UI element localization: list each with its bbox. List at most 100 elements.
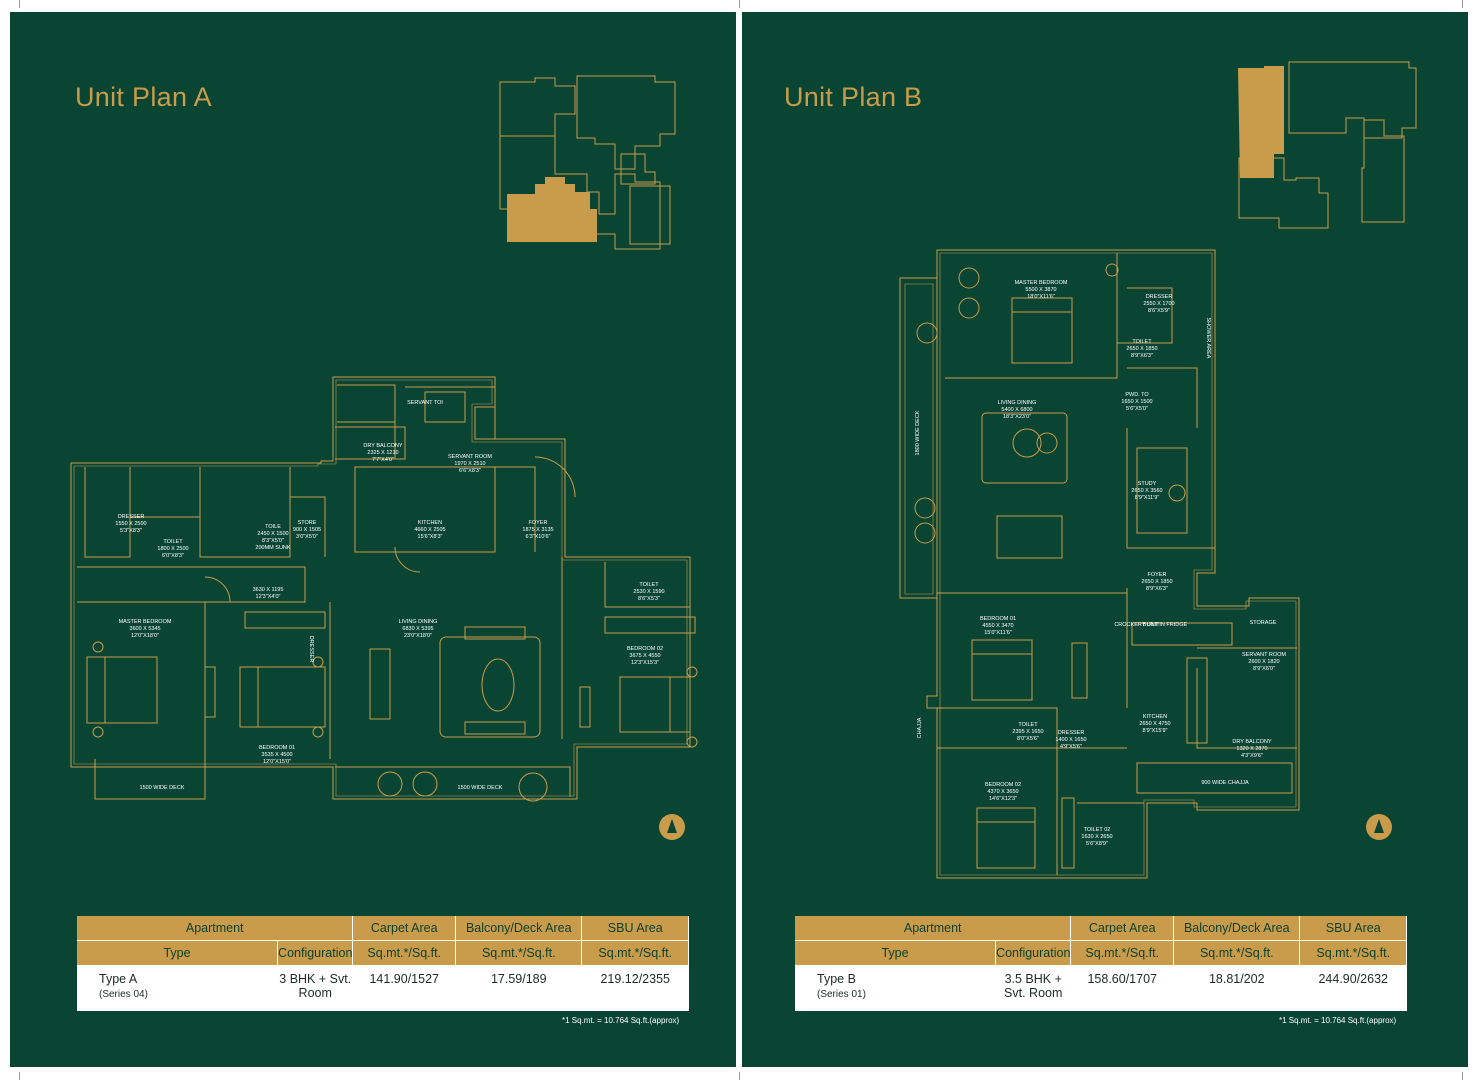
type-value: Type B [817,972,856,986]
room-dim: 2395 X 1650 [1012,729,1043,735]
room-dim: 4'9"X5'6" [1060,744,1082,750]
room-dim: 1875 X 3135 [522,527,553,533]
room-dim: 3'0"X5'0" [296,534,318,540]
room-dim: 2600 X 1820 [1248,659,1279,665]
room-dim: 2550 X 1700 [1143,301,1174,307]
header-sbu-area: SBU Area [581,916,689,941]
room-dim: 6830 X 5395 [402,626,433,632]
room-dim: 6'3"X10'6" [526,534,551,540]
header-sbu-area: SBU Area [1299,916,1407,941]
room-dim: 8'3"X5'0" [262,538,284,544]
room-label: BEDROOM 02 [985,782,1021,788]
subheader-sbu-unit: Sq.mt.*/Sq.ft. [581,940,689,966]
room-dim: 3535 X 4500 [261,752,292,758]
room-label: TOILET [639,582,659,588]
header-balcony-area: Balcony/Deck Area [455,916,583,941]
room-dim: 3675 X 4550 [629,653,660,659]
subheader-configuration: Configuration [995,940,1072,966]
cell-sbu: 244.90/2632 [1318,972,1388,986]
table-row: Type A(Series 04) 3 BHK + Svt. Room 141.… [77,966,689,1012]
room-label: TOILET [163,539,183,545]
room-dim: 2650 X 1850 [1141,579,1172,585]
room-dim: 5'6"X5'0" [1126,406,1148,412]
room-dim: 2650 X 3560 [1131,488,1162,494]
room-label: DRY BALCONY [363,443,403,449]
room-label: LIVING DINING [399,619,438,625]
room-dim: 2325 X 1210 [367,450,398,456]
header-balcony-area: Balcony/Deck Area [1173,916,1301,941]
room-dim: 8'6"X5'3" [638,596,660,602]
room-label: FOYER [529,520,548,526]
room-label: 900 WIDE CHAJJA [1201,780,1249,786]
north-arrow-icon [659,814,685,840]
cell-type: Type B(Series 01) [795,966,996,1012]
room-label: MASTER BEDROOM [119,619,172,625]
fixture-label: CROCKERY UNIT [1114,622,1160,628]
room-label: PWD. TO [1125,392,1149,398]
cell-config: 3 BHK + Svt. Room [279,972,352,1000]
room-dim: 900 X 1505 [293,527,321,533]
room-dim: 1650 X 1500 [1121,399,1152,405]
crop-mark [19,1072,20,1080]
room-dim: 12'0"X18'0" [131,633,159,639]
room-label: TOILET 02 [1084,827,1111,833]
room-dim: 8'9"X6'3" [1131,353,1153,359]
room-dim: 12'3"X4'0" [256,594,281,600]
room-label: SHOWER AREA [1205,318,1211,359]
room-label: STUDY [1138,481,1157,487]
room-dim: 8'9"X15'9" [1143,728,1168,734]
room-dim: 4660 X 2505 [414,527,445,533]
crop-mark [739,1072,740,1080]
subheader-configuration: Configuration [277,940,354,966]
subheader-type: Type [795,940,997,966]
subheader-sbu-unit: Sq.mt.*/Sq.ft. [1299,940,1407,966]
subheader-balcony-unit: Sq.mt.*/Sq.ft. [455,940,583,966]
subheader-carpet-unit: Sq.mt.*/Sq.ft. [1070,940,1175,966]
key-plan-b [1238,61,1417,229]
header-carpet-area: Carpet Area [352,916,457,941]
table-row: Type B(Series 01) 3.5 BHK + Svt. Room 15… [795,966,1407,1012]
room-label: BEDROOM 01 [980,616,1016,622]
room-label: FOYER [1148,572,1167,578]
room-dim: 5500 X 3870 [1025,287,1056,293]
room-dim: 5'6"X8'9" [1086,841,1108,847]
room-label: TOILET [1132,339,1152,345]
room-dim: 6'6"X8'3" [459,468,481,474]
subheader-balcony-unit: Sq.mt.*/Sq.ft. [1173,940,1301,966]
room-dim: 4550 X 3470 [982,623,1013,629]
cell-balcony: 17.59/189 [490,972,547,986]
fixture-label: STORAGE [1250,620,1277,626]
room-label: MASTER BEDROOM [1015,280,1068,286]
room-dim: 4370 X 3650 [987,789,1018,795]
room-label: DRESSER [1146,294,1173,300]
room-dim: 6'0"X8'3" [162,553,184,559]
room-label: SERVANT ROOM [1242,652,1286,658]
room-label: DRESSER [308,636,314,663]
room-label: BEDROOM 02 [627,646,663,652]
room-label: SERVANT ROOM [448,454,492,460]
series-value: (Series 04) [99,989,148,1000]
subheader-type: Type [77,940,279,966]
room-label: DRESSER [118,514,145,520]
cell-type: Type A(Series 04) [77,966,278,1012]
cell-balcony: 18.81/202 [1208,972,1265,986]
room-dim: 8'0"X5'6" [1017,736,1039,742]
room-dim: 200MM SUNK [255,545,290,551]
deck-label: 1500 WIDE DECK [458,785,503,791]
room-label: LIVING DINING [998,400,1037,406]
room-dim: 1800 X 2500 [157,546,188,552]
room-dim: 1550 X 2500 [115,521,146,527]
header-apartment: Apartment [77,916,354,941]
room-label: KITCHEN [1143,714,1167,720]
cell-carpet: 141.90/1527 [369,972,439,986]
room-dim: 2530 X 1590 [633,589,664,595]
room-dim: 8'9"X11'9" [1135,495,1160,501]
room-label: SERVANT TOI [407,400,443,406]
crop-mark [739,0,740,8]
room-dim: 3630 X 1195 [253,587,284,593]
room-dim: 1970 X 2510 [454,461,485,467]
room-dim: 7'7"X4'0" [372,457,394,463]
cell-carpet: 158.60/1707 [1087,972,1157,986]
cell-config: 3.5 BHK + Svt. Room [1004,972,1063,1000]
room-dim: 8'9"X6'0" [1253,666,1275,672]
